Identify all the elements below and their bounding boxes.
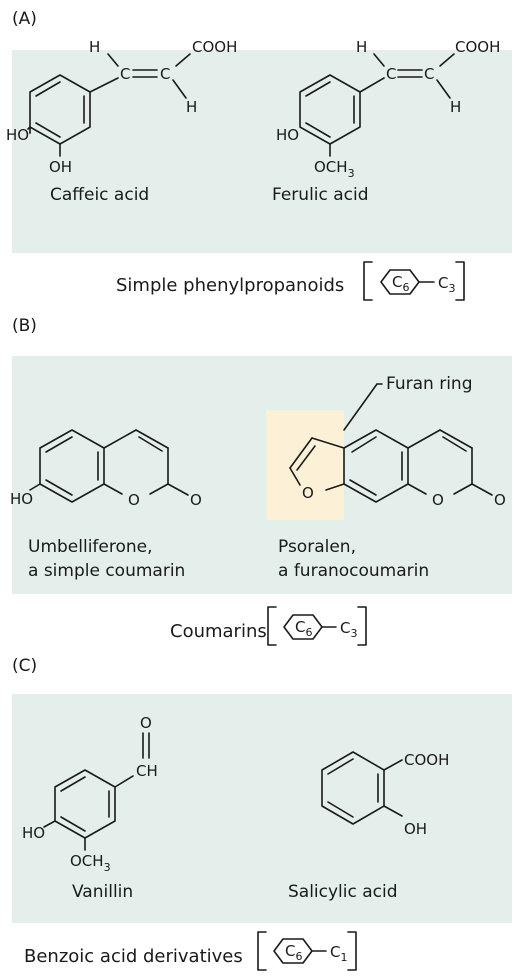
vanillin-och3: OCH3 bbox=[70, 852, 111, 874]
class-label-a: Simple phenylpropanoids bbox=[116, 275, 344, 296]
furan-ring-highlight bbox=[266, 410, 344, 520]
caffeic-h-bottom: H bbox=[186, 98, 197, 116]
psoralen-name-1: Psoralen, bbox=[278, 537, 356, 557]
salicylic-oh: OH bbox=[404, 820, 427, 838]
panel-b bbox=[12, 356, 512, 594]
panel-a bbox=[12, 50, 512, 253]
chain-c3-b: C3 bbox=[340, 619, 357, 640]
panel-c bbox=[12, 694, 512, 923]
caffeic-acid-name: Caffeic acid bbox=[50, 185, 149, 205]
umbelliferone-structure bbox=[29, 429, 189, 503]
psoralen-structure bbox=[289, 383, 493, 503]
vanillin-o-aldehyde: O bbox=[140, 714, 152, 732]
salicylic-acid-structure bbox=[321, 751, 403, 825]
ferulic-h-top: H bbox=[356, 38, 367, 56]
ferulic-cooh: COOH bbox=[455, 38, 500, 56]
section-label-c: (C) bbox=[12, 656, 37, 676]
caffeic-c-alpha: C bbox=[120, 65, 130, 83]
vanillin-structure bbox=[43, 732, 150, 851]
salicylic-acid-name: Salicylic acid bbox=[288, 882, 398, 902]
ferulic-acid-structure bbox=[299, 53, 455, 157]
vanillin-ho: HO bbox=[22, 824, 45, 842]
caffeic-c-beta: C bbox=[160, 65, 170, 83]
c6-c3-formula-a bbox=[363, 261, 465, 301]
chain-c1-c: C1 bbox=[330, 943, 347, 964]
section-label-b: (B) bbox=[12, 316, 37, 336]
umbelliferone-ho: HO bbox=[10, 490, 33, 508]
furan-ring-callout: Furan ring bbox=[386, 374, 473, 394]
ferulic-och3: OCH3 bbox=[314, 158, 355, 180]
ferulic-c-alpha: C bbox=[386, 65, 396, 83]
umbelliferone-name-2: a simple coumarin bbox=[28, 561, 185, 581]
caffeic-cooh: COOH bbox=[192, 38, 237, 56]
psoralen-o-furan: O bbox=[302, 484, 314, 502]
psoralen-o-carbonyl: O bbox=[494, 491, 506, 509]
section-label-a: (A) bbox=[12, 9, 37, 29]
umbelliferone-name-1: Umbelliferone, bbox=[28, 537, 153, 557]
c6-c3-formula-b bbox=[267, 606, 367, 646]
psoralen-o-ring: O bbox=[432, 491, 444, 509]
umbelliferone-o-carbonyl: O bbox=[190, 491, 202, 509]
ring-c6-c: C6 bbox=[285, 942, 302, 963]
vanillin-ch: CH bbox=[136, 762, 158, 780]
psoralen-name-2: a furanocoumarin bbox=[278, 561, 429, 581]
chain-c3-a: C3 bbox=[438, 274, 455, 295]
salicylic-cooh: COOH bbox=[404, 751, 449, 769]
ferulic-ho: HO bbox=[276, 126, 299, 144]
ferulic-h-bottom: H bbox=[450, 98, 461, 116]
ring-c6-a: C6 bbox=[392, 273, 409, 294]
class-label-b: Coumarins bbox=[170, 621, 267, 642]
caffeic-h-top: H bbox=[89, 38, 100, 56]
caffeic-ho: HO bbox=[6, 126, 29, 144]
ring-c6-b: C6 bbox=[295, 618, 312, 639]
caffeic-acid-structure bbox=[27, 53, 191, 157]
ferulic-acid-name: Ferulic acid bbox=[272, 185, 369, 205]
caffeic-oh: OH bbox=[49, 158, 72, 176]
c6-c1-formula-c bbox=[257, 931, 357, 971]
ferulic-c-beta: C bbox=[424, 65, 434, 83]
vanillin-name: Vanillin bbox=[72, 882, 133, 902]
umbelliferone-o-ring: O bbox=[128, 491, 140, 509]
class-label-c: Benzoic acid derivatives bbox=[24, 946, 243, 967]
